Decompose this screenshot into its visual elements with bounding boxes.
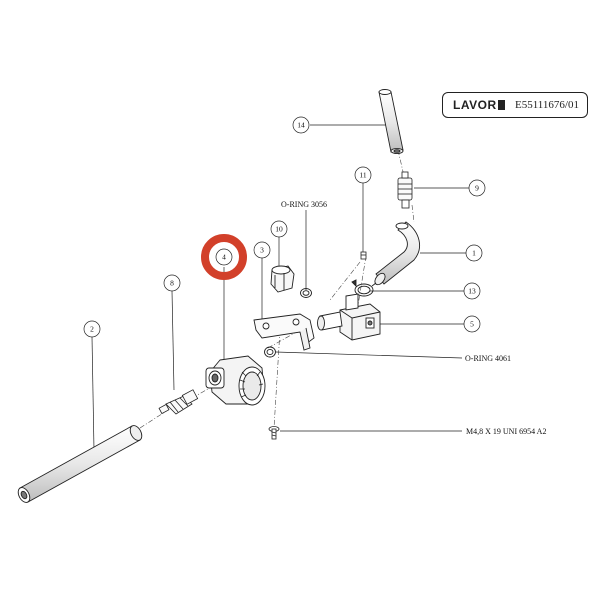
- svg-text:9: 9: [475, 184, 479, 193]
- callout-10: 10: [270, 220, 288, 238]
- leader-lines: [91, 124, 470, 451]
- part-4-filter-housing: [205, 355, 266, 406]
- part-13-hose-clamp: [351, 279, 377, 297]
- svg-text:8: 8: [170, 279, 174, 288]
- part-8-hose-barb: [158, 389, 199, 415]
- callout-9: 9: [468, 179, 486, 197]
- oring-3056: [300, 288, 312, 298]
- svg-text:13: 13: [468, 287, 476, 296]
- brand-mark-icon: [497, 100, 505, 110]
- brand-logo: LAVOR: [453, 98, 505, 112]
- svg-text:11: 11: [359, 171, 366, 180]
- part-11-small-screw: [360, 251, 367, 260]
- part-9-hose-fitting: [397, 171, 413, 209]
- part-1-bent-hose: [374, 221, 421, 286]
- svg-text:2: 2: [90, 325, 94, 334]
- svg-text:1: 1: [472, 249, 476, 258]
- callouts: 14 11 9 10 1 3 4 8: [83, 116, 486, 338]
- callout-4-highlighted: 4: [201, 234, 247, 280]
- part-14-tube: [378, 89, 404, 155]
- svg-text:14: 14: [297, 121, 305, 130]
- svg-text:10: 10: [275, 225, 283, 234]
- header-badge: LAVOR E55111676/01: [442, 92, 588, 118]
- oring-4061: [264, 346, 276, 358]
- part-2-long-tube: [17, 425, 143, 503]
- label-oring-4061: O-RING 4061: [465, 354, 511, 363]
- drawing-code: E55111676/01: [515, 99, 579, 111]
- svg-text:3: 3: [260, 246, 264, 255]
- part-10-nut: [270, 265, 295, 293]
- callout-13: 13: [463, 282, 481, 300]
- callout-8: 8: [163, 274, 181, 292]
- screw-m48x19: [268, 426, 280, 440]
- svg-text:4: 4: [222, 253, 226, 262]
- callout-14: 14: [292, 116, 310, 134]
- callout-11: 11: [354, 166, 372, 184]
- callout-3: 3: [253, 241, 271, 259]
- callout-5: 5: [463, 315, 481, 333]
- part-5-solenoid-valve: [317, 293, 381, 341]
- callout-2: 2: [83, 320, 101, 338]
- callout-1: 1: [465, 244, 483, 262]
- label-oring-3056: O-RING 3056: [281, 200, 327, 209]
- svg-text:5: 5: [470, 320, 474, 329]
- part-3-bracket: [253, 313, 315, 351]
- label-screw-spec: M4,8 X 19 UNI 6954 A2: [466, 427, 546, 436]
